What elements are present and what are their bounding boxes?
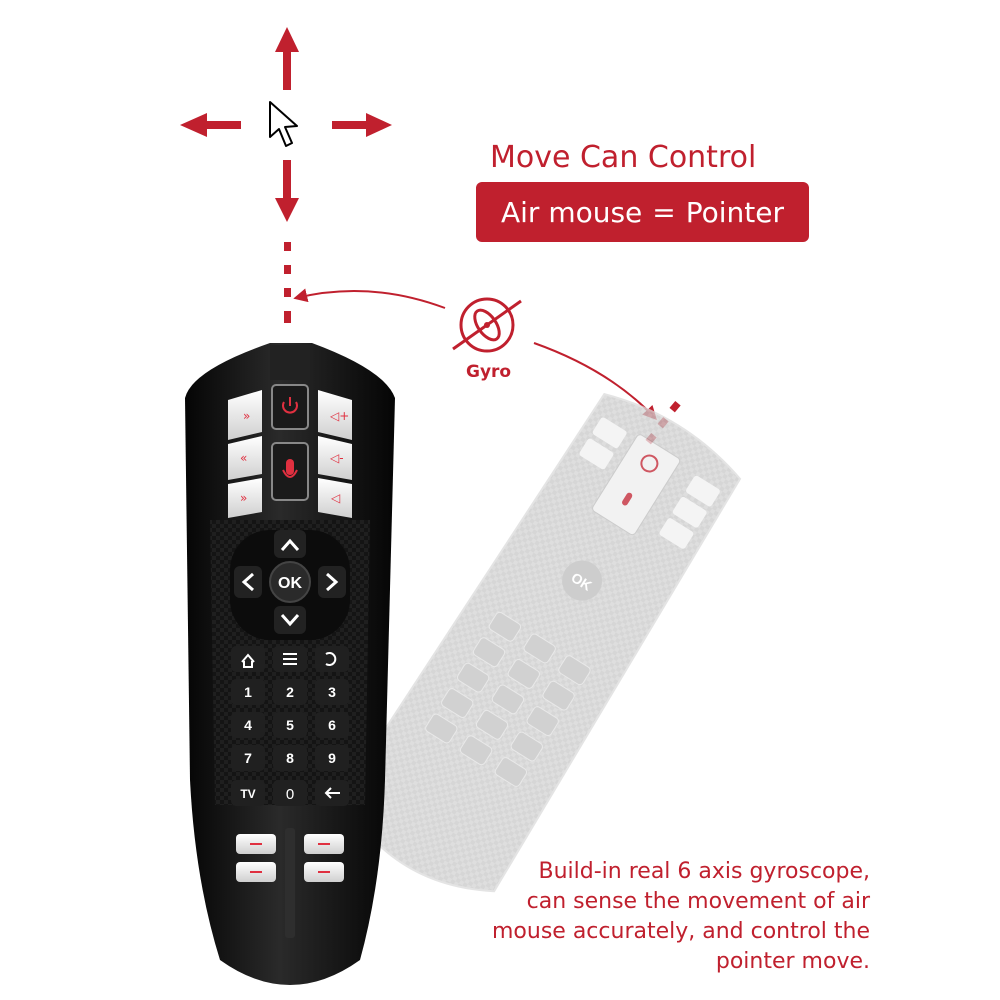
description-line: pointer move. <box>715 949 870 974</box>
description-line: Build-in real 6 axis gyroscope, <box>538 859 870 884</box>
left-media-buttons: » « » <box>228 390 262 518</box>
play-skip-icon: » <box>243 409 250 423</box>
numpad-key-label: 4 <box>244 717 252 733</box>
numpad-key-label: 2 <box>286 684 294 700</box>
dpad-up-button <box>274 530 306 558</box>
numpad-key-6 <box>315 712 349 738</box>
numpad-key-label: 5 <box>286 717 294 733</box>
bottom-keys <box>236 828 344 938</box>
numpad-key-label: 1 <box>244 684 252 700</box>
curve-arrow-left <box>293 288 446 309</box>
direction-arrows <box>180 27 392 222</box>
dpad-right-button <box>318 566 346 598</box>
mute-icon: ◁ <box>330 491 340 505</box>
right-volume-buttons: ◁+ ◁- ◁ <box>318 390 352 518</box>
badge-left: Air mouse <box>500 195 643 229</box>
description-line: mouse accurately, and control the <box>492 919 870 944</box>
numpad-key-8 <box>273 745 307 771</box>
forward-icon: » <box>240 491 247 505</box>
numpad-key-5 <box>273 712 307 738</box>
numpad-key-2 <box>273 679 307 705</box>
numpad: 1 2 3 4 5 6 7 8 9 <box>231 679 349 771</box>
numpad-key-label: 9 <box>328 750 336 766</box>
power-icon <box>282 397 298 414</box>
dotted-axis-top <box>284 242 291 323</box>
arrow-down-icon <box>275 160 299 222</box>
arrow-right-icon <box>332 113 392 137</box>
badge-right: Pointer <box>685 195 785 229</box>
numpad-key-label: 8 <box>286 750 294 766</box>
rewind-icon: « <box>240 451 247 465</box>
arrow-back-icon <box>324 787 340 799</box>
tv-button-label: TV <box>240 787 255 801</box>
arrow-left-icon <box>180 113 241 137</box>
bottom-row: TV 0 <box>231 780 349 806</box>
numpad-key-1 <box>231 679 265 705</box>
numpad-key-label: 3 <box>328 684 336 700</box>
gyro-label: Gyro <box>466 362 512 382</box>
top-button-panel: » « » ◁+ ◁- ◁ <box>228 384 352 518</box>
numpad-key-9 <box>315 745 349 771</box>
volume-up-icon: ◁+ <box>329 409 349 423</box>
badge-equals: = <box>652 195 676 229</box>
description-line: can sense the movement of air <box>526 889 870 914</box>
mic-icon <box>282 459 298 478</box>
ok-label: OK <box>278 575 302 592</box>
numpad-key-4 <box>231 712 265 738</box>
dpad-left-button <box>234 566 262 598</box>
zero-button-label: 0 <box>286 786 294 803</box>
numpad-key-label: 7 <box>244 750 252 766</box>
air-mouse-badge: Air mouse = Pointer <box>476 182 809 242</box>
function-row <box>231 646 349 672</box>
dpad-down-button <box>274 606 306 634</box>
numpad-key-label: 6 <box>328 717 336 733</box>
remote-control: » « » ◁+ ◁- ◁ <box>185 343 395 985</box>
headline: Move Can Control <box>490 140 757 175</box>
ghost-remote: OK <box>340 392 742 893</box>
dpad: OK <box>230 530 350 640</box>
gyro-icon <box>452 297 522 353</box>
numpad-key-7 <box>231 745 265 771</box>
description: Build-in real 6 axis gyroscope, can sens… <box>440 857 870 977</box>
volume-down-icon: ◁- <box>329 451 344 465</box>
menu-icon <box>283 653 297 665</box>
arrow-up-icon <box>275 27 299 90</box>
numpad-key-3 <box>315 679 349 705</box>
ok-button <box>269 561 311 603</box>
home-icon <box>241 653 255 668</box>
back-icon <box>325 652 337 666</box>
cursor-arrow-icon <box>269 101 298 147</box>
